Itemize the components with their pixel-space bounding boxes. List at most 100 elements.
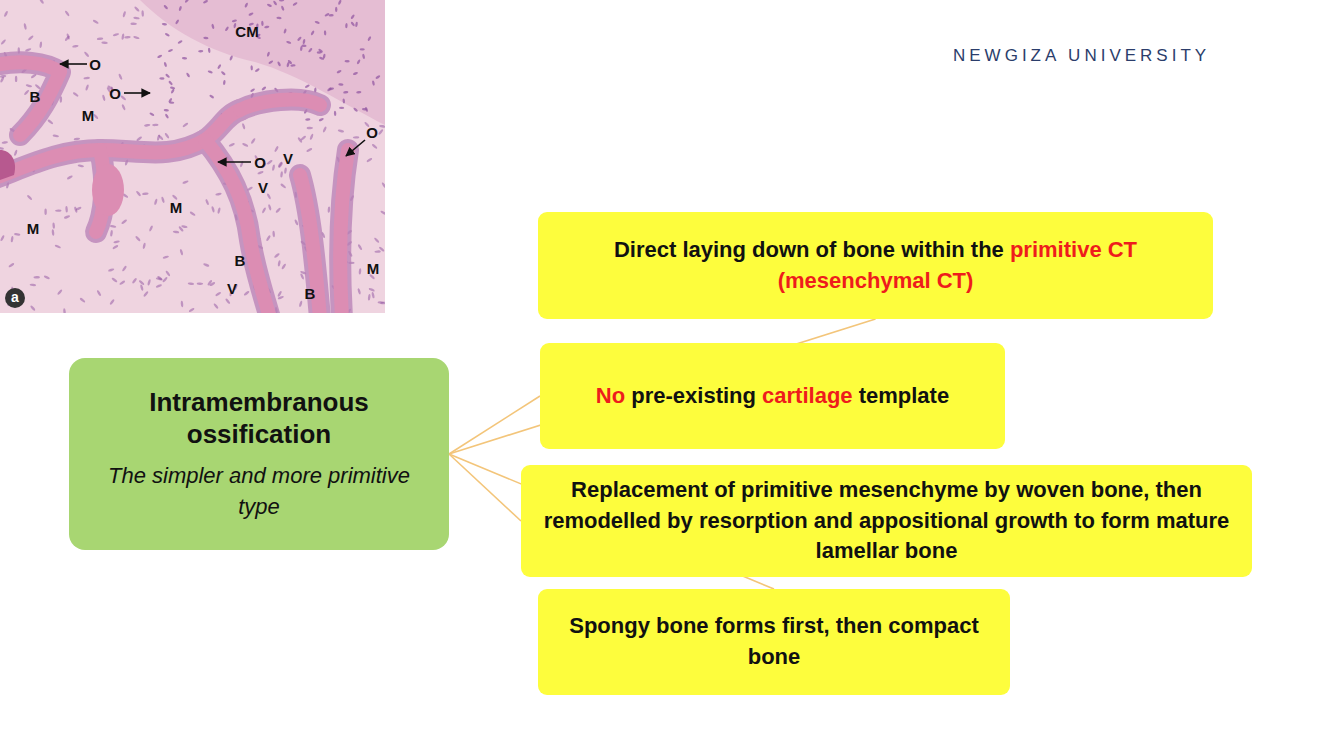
nucleus bbox=[97, 37, 104, 40]
nucleus bbox=[83, 77, 90, 80]
nucleus bbox=[109, 299, 115, 306]
bone-mass bbox=[92, 164, 124, 216]
nucleus bbox=[345, 23, 348, 28]
nucleus bbox=[244, 2, 248, 8]
nucleus bbox=[375, 75, 381, 80]
nucleus bbox=[52, 134, 59, 137]
tissue-label: B bbox=[305, 286, 316, 301]
nucleus bbox=[15, 76, 17, 82]
nucleus bbox=[248, 12, 254, 16]
nucleus bbox=[328, 14, 333, 17]
nucleus bbox=[156, 277, 163, 281]
nucleus bbox=[318, 117, 324, 121]
nucleus bbox=[154, 198, 158, 205]
institution-label: NEWGIZA UNIVERSITY bbox=[953, 47, 1210, 64]
nucleus bbox=[310, 30, 315, 36]
nucleus bbox=[292, 2, 298, 7]
nucleus bbox=[140, 284, 144, 291]
nucleus bbox=[287, 59, 292, 64]
nucleus bbox=[65, 206, 68, 213]
nucleus bbox=[121, 219, 128, 225]
nucleus bbox=[26, 84, 33, 88]
nucleus bbox=[182, 122, 189, 128]
nucleus bbox=[362, 108, 367, 111]
nucleus bbox=[356, 91, 361, 94]
nucleus bbox=[184, 0, 189, 3]
nucleus bbox=[300, 135, 306, 141]
nucleus bbox=[300, 273, 305, 280]
nucleus bbox=[353, 136, 360, 139]
nucleus bbox=[52, 222, 55, 229]
nucleus bbox=[284, 167, 287, 174]
nucleus bbox=[170, 88, 175, 94]
nucleus bbox=[306, 147, 313, 152]
emphasis: cartilage bbox=[762, 383, 853, 408]
nucleus bbox=[286, 40, 292, 44]
nucleus bbox=[276, 16, 281, 19]
nucleus bbox=[327, 206, 330, 213]
feature-box: No pre-existing cartilage template bbox=[540, 343, 1005, 449]
nucleus bbox=[110, 230, 113, 237]
nucleus bbox=[24, 89, 30, 95]
tissue-label: B bbox=[30, 89, 41, 104]
nucleus bbox=[164, 32, 170, 37]
nucleus bbox=[163, 4, 168, 9]
nucleus bbox=[110, 225, 117, 228]
nucleus bbox=[334, 111, 337, 116]
nucleus bbox=[208, 48, 211, 53]
nucleus bbox=[277, 260, 280, 267]
nucleus bbox=[163, 62, 167, 68]
nucleus bbox=[338, 0, 342, 5]
nucleus bbox=[118, 73, 123, 80]
tissue-label: M bbox=[170, 200, 183, 215]
box-subtext: The simpler and more primitive type bbox=[87, 461, 431, 523]
nucleus bbox=[39, 41, 42, 48]
nucleus bbox=[1, 141, 8, 144]
nucleus bbox=[162, 23, 167, 26]
nucleus bbox=[302, 39, 305, 45]
nucleus bbox=[272, 231, 275, 238]
nucleus bbox=[367, 36, 372, 42]
nucleus bbox=[261, 86, 267, 91]
nucleus bbox=[143, 291, 149, 297]
nucleus bbox=[336, 69, 342, 73]
nucleus bbox=[85, 84, 89, 91]
nucleus bbox=[229, 55, 233, 61]
nucleus bbox=[266, 51, 270, 57]
nucleus bbox=[268, 60, 274, 65]
nucleus bbox=[221, 71, 227, 76]
topic-box: Intramembranous ossificationThe simpler … bbox=[69, 358, 449, 550]
nucleus bbox=[170, 86, 176, 89]
histology-micrograph bbox=[0, 0, 385, 313]
nucleus bbox=[188, 282, 195, 285]
tissue-label: M bbox=[367, 261, 380, 276]
nucleus bbox=[261, 21, 264, 26]
nucleus bbox=[344, 60, 349, 62]
nucleus bbox=[314, 20, 320, 24]
nucleus bbox=[39, 0, 45, 4]
nucleus bbox=[198, 50, 203, 53]
nucleus bbox=[119, 280, 126, 285]
feature-box: Replacement of primitive mesenchyme by w… bbox=[521, 465, 1252, 577]
nucleus bbox=[152, 123, 159, 126]
nucleus bbox=[309, 133, 314, 140]
nucleus bbox=[28, 35, 34, 41]
nucleus bbox=[350, 21, 355, 27]
text-stack: Replacement of primitive mesenchyme by w… bbox=[533, 475, 1240, 566]
nucleus bbox=[281, 5, 285, 11]
nucleus bbox=[203, 263, 210, 267]
nucleus bbox=[54, 244, 61, 249]
text-stack: Intramembranous ossificationThe simpler … bbox=[87, 386, 431, 523]
tissue-label: O bbox=[89, 57, 101, 72]
nucleus bbox=[0, 75, 6, 78]
nucleus bbox=[278, 162, 283, 169]
nucleus bbox=[173, 230, 180, 233]
nucleus bbox=[157, 54, 163, 58]
nucleus bbox=[277, 161, 282, 168]
nucleus bbox=[338, 83, 343, 86]
nucleus bbox=[133, 36, 140, 40]
nucleus bbox=[335, 7, 337, 12]
condensed-mesenchyme bbox=[140, 0, 385, 125]
nucleus bbox=[77, 164, 84, 167]
text-stack: Spongy bone forms first, then compact bo… bbox=[552, 611, 996, 673]
